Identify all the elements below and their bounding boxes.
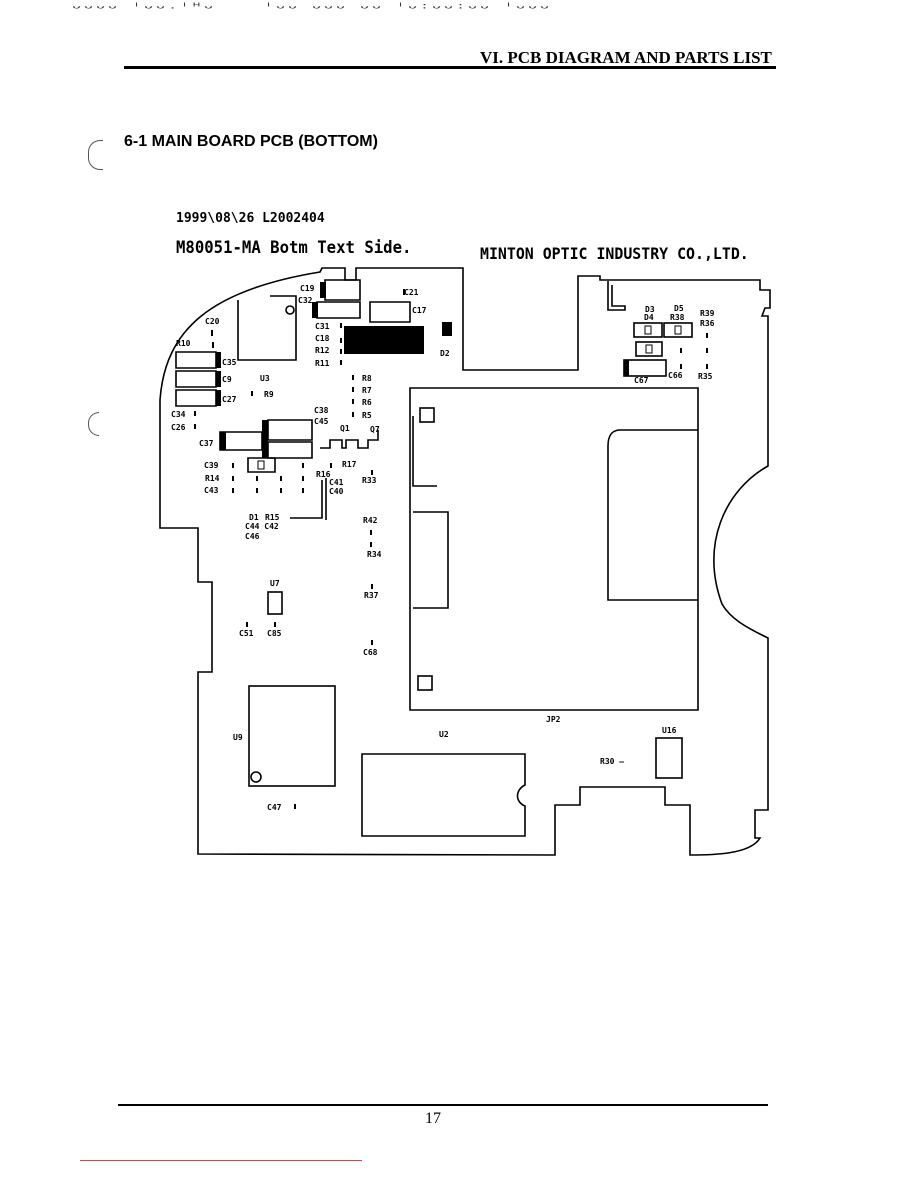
label-c68: C68 — [363, 648, 378, 657]
label-u16: U16 — [662, 726, 677, 735]
label-c18: C18 — [315, 334, 330, 343]
bottom-rule — [118, 1104, 768, 1106]
label-c47: C47 — [267, 803, 282, 812]
label-c40: C40 — [329, 487, 344, 496]
label-r30: R30 – — [600, 757, 624, 766]
fax-header-line: ᴗᴗᴗᴗ ᴵᴗᴗ.ᴵᴴᴗ ᴵᴗᴗ ᴗᴗᴗ ᴗᴗ ᴵᴗ:ᴗᴗ:ᴗᴗ ᴵᴗᴗᴗ — [72, 2, 553, 12]
section-title: 6-1 MAIN BOARD PCB (BOTTOM) — [124, 133, 378, 150]
section-heading: VI. PCB DIAGRAM AND PARTS LIST — [480, 48, 772, 67]
label-c9: C9 — [222, 375, 232, 384]
label-c35: C35 — [222, 358, 237, 367]
label-r6: R6 — [362, 398, 372, 407]
label-r7: R7 — [362, 386, 372, 395]
label-r5: R5 — [362, 411, 372, 420]
label-c38: C38 — [314, 406, 329, 415]
label-jp2: JP2 — [546, 715, 561, 724]
label-c44-c42: C44 C42 — [245, 522, 279, 531]
label-c20: C20 — [205, 317, 220, 326]
date-code: 1999\08\26 L2002404 — [176, 211, 325, 226]
label-d4: D4 — [644, 313, 654, 322]
label-r33: R33 — [362, 476, 377, 485]
label-r37: R37 — [364, 591, 379, 600]
label-c67: C67 — [634, 376, 649, 385]
label-q1: Q1 — [340, 424, 350, 433]
label-r15: R15 — [265, 513, 280, 522]
label-c66: C66 — [668, 371, 683, 380]
label-c31: C31 — [315, 322, 330, 331]
red-margin-line — [80, 1160, 362, 1161]
label-u3: U3 — [260, 374, 270, 383]
top-rule — [124, 66, 776, 69]
label-c85: C85 — [267, 629, 282, 638]
label-u7: U7 — [270, 579, 280, 588]
company-name: MINTON OPTIC INDUSTRY CO.,LTD. — [480, 244, 749, 263]
board-title: M80051-MA Botm Text Side. — [176, 238, 412, 258]
label-r17: R17 — [342, 460, 357, 469]
label-c32: C32 — [298, 296, 313, 305]
label-c17: C17 — [412, 306, 427, 315]
label-c39: C39 — [204, 461, 219, 470]
label-r11: R11 — [315, 359, 330, 368]
label-r9: R9 — [264, 390, 274, 399]
label-d5: D5 — [674, 304, 684, 313]
label-c26: C26 — [171, 423, 186, 432]
label-r42: R42 — [363, 516, 378, 525]
label-q7: Q7 — [370, 425, 380, 434]
pcb-outline — [159, 267, 771, 856]
label-c46: C46 — [245, 532, 260, 541]
label-r10: R10 — [176, 339, 191, 348]
label-d2: D2 — [440, 349, 450, 358]
label-r38: R38 — [670, 313, 685, 322]
label-r16: R16 — [316, 470, 331, 479]
label-c27: C27 — [222, 395, 237, 404]
page-number: 17 — [425, 1110, 441, 1127]
label-c45: C45 — [314, 417, 329, 426]
label-d1: D1 — [249, 513, 259, 522]
label-c51: C51 — [239, 629, 254, 638]
label-r36: R36 — [700, 319, 715, 328]
label-u2: U2 — [439, 730, 449, 739]
label-r14: R14 — [205, 474, 220, 483]
label-c34: C34 — [171, 410, 186, 419]
label-c21: C21 — [404, 288, 419, 297]
label-c19: C19 — [300, 284, 315, 293]
label-u9: U9 — [233, 733, 243, 742]
label-d3: D3 — [645, 305, 655, 314]
label-r8: R8 — [362, 374, 372, 383]
label-r39: R39 — [700, 309, 715, 318]
label-c43: C43 — [204, 486, 219, 495]
component-labels: C19 C21 C32 C17 C20 C31 C18 R12 R11 R10 … — [171, 284, 715, 812]
label-c41: C41 — [329, 478, 344, 487]
label-c37: C37 — [199, 439, 214, 448]
label-r12: R12 — [315, 346, 330, 355]
label-r35: R35 — [698, 372, 713, 381]
label-r34: R34 — [367, 550, 382, 559]
